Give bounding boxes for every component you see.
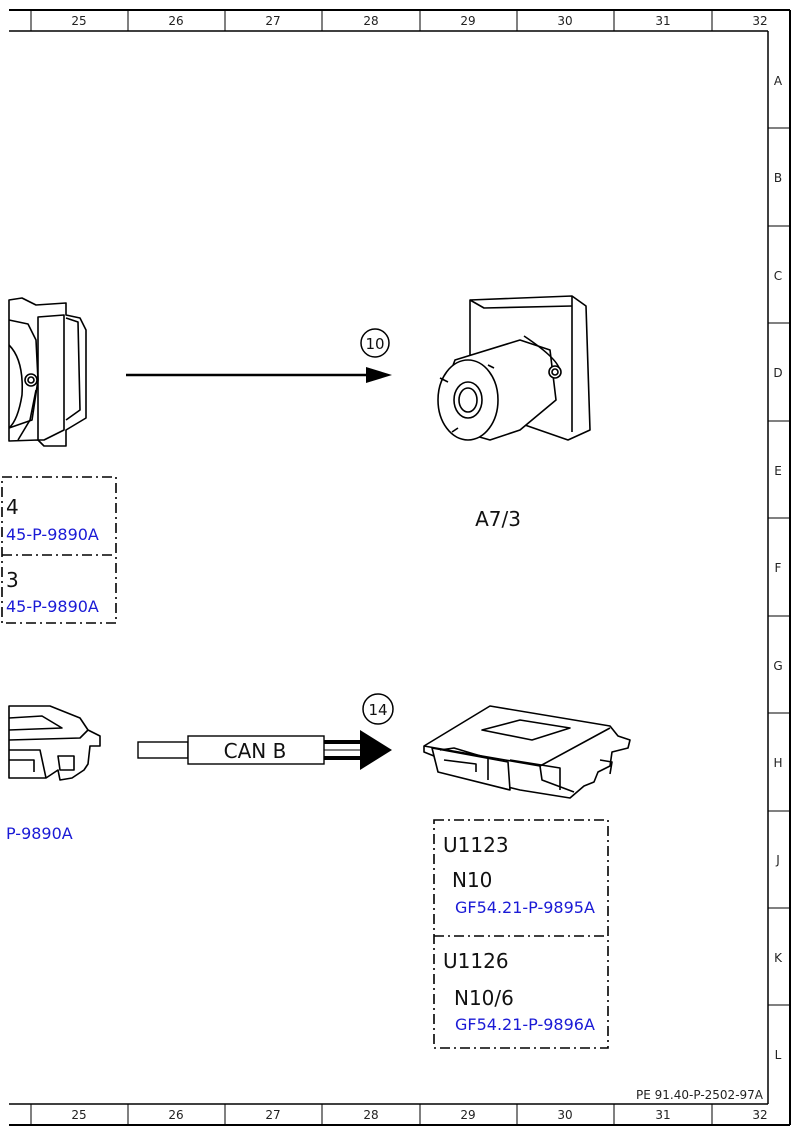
row-label: G [773, 659, 782, 673]
col-label: 31 [655, 14, 670, 28]
can-b-connection-14: CAN B 14 [137, 693, 394, 770]
col-label: 30 [557, 14, 572, 28]
right-box-ref1: GF54.21-P-9895A [455, 898, 595, 917]
control-unit-illustration [423, 705, 631, 799]
col-label: 25 [71, 14, 86, 28]
row-label: D [773, 366, 782, 380]
col-label: 30 [557, 1108, 572, 1122]
row-label: F [775, 561, 782, 575]
col-label: 32 [752, 1108, 767, 1122]
left-reference-box: 4 45-P-9890A 3 45-P-9890A [1, 476, 117, 624]
right-box-ref2: GF54.21-P-9896A [455, 1015, 595, 1034]
connection-number-14: 14 [368, 701, 387, 719]
connection-number-10: 10 [365, 335, 384, 353]
a7-3-component-illustration [437, 295, 591, 441]
right-box-n1: N10 [452, 868, 492, 892]
left-box-code-1: 4 [6, 495, 19, 519]
row-label: A [774, 74, 783, 88]
row-label: E [774, 464, 782, 478]
right-box-u1: U1123 [443, 833, 509, 857]
row-label: H [773, 756, 782, 770]
row-ticks [768, 127, 790, 1006]
col-label: 32 [752, 14, 767, 28]
col-label: 26 [168, 14, 183, 28]
col-label: 27 [265, 14, 280, 28]
row-label: K [774, 951, 783, 965]
can-b-label: CAN B [224, 739, 287, 763]
col-label: 29 [460, 1108, 475, 1122]
right-box-n2: N10/6 [454, 986, 514, 1010]
row-label: L [775, 1048, 782, 1062]
left-box-ref-1: 45-P-9890A [6, 525, 99, 544]
row-label: J [775, 853, 780, 867]
col-label: 31 [655, 1108, 670, 1122]
col-label: 28 [363, 1108, 378, 1122]
arrow-connection-10: 10 [126, 328, 392, 383]
document-id: PE 91.40-P-2502-97A [636, 1088, 764, 1102]
column-ticks [30, 10, 713, 1125]
frame [9, 9, 791, 1126]
col-label: 27 [265, 1108, 280, 1122]
row-label: C [774, 269, 782, 283]
row-labels: A B C D E F G H J K L [773, 74, 783, 1062]
right-box-u2: U1126 [443, 949, 509, 973]
left-component-bottom-illustration [8, 705, 101, 781]
a7-3-label: A7/3 [475, 507, 521, 531]
left-box-ref-2: 45-P-9890A [6, 597, 99, 616]
right-reference-box: U1123 N10 GF54.21-P-9895A U1126 N10/6 GF… [433, 819, 609, 1049]
col-label: 28 [363, 14, 378, 28]
left-lower-ref: P-9890A [6, 824, 73, 843]
column-labels-top: 25 26 27 28 29 30 31 32 [71, 14, 767, 28]
column-labels-bottom: 25 26 27 28 29 30 31 32 [71, 1108, 767, 1122]
left-box-code-2: 3 [6, 568, 19, 592]
col-label: 26 [168, 1108, 183, 1122]
row-label: B [774, 171, 782, 185]
col-label: 29 [460, 14, 475, 28]
left-component-top-illustration [8, 297, 87, 447]
col-label: 25 [71, 1108, 86, 1122]
